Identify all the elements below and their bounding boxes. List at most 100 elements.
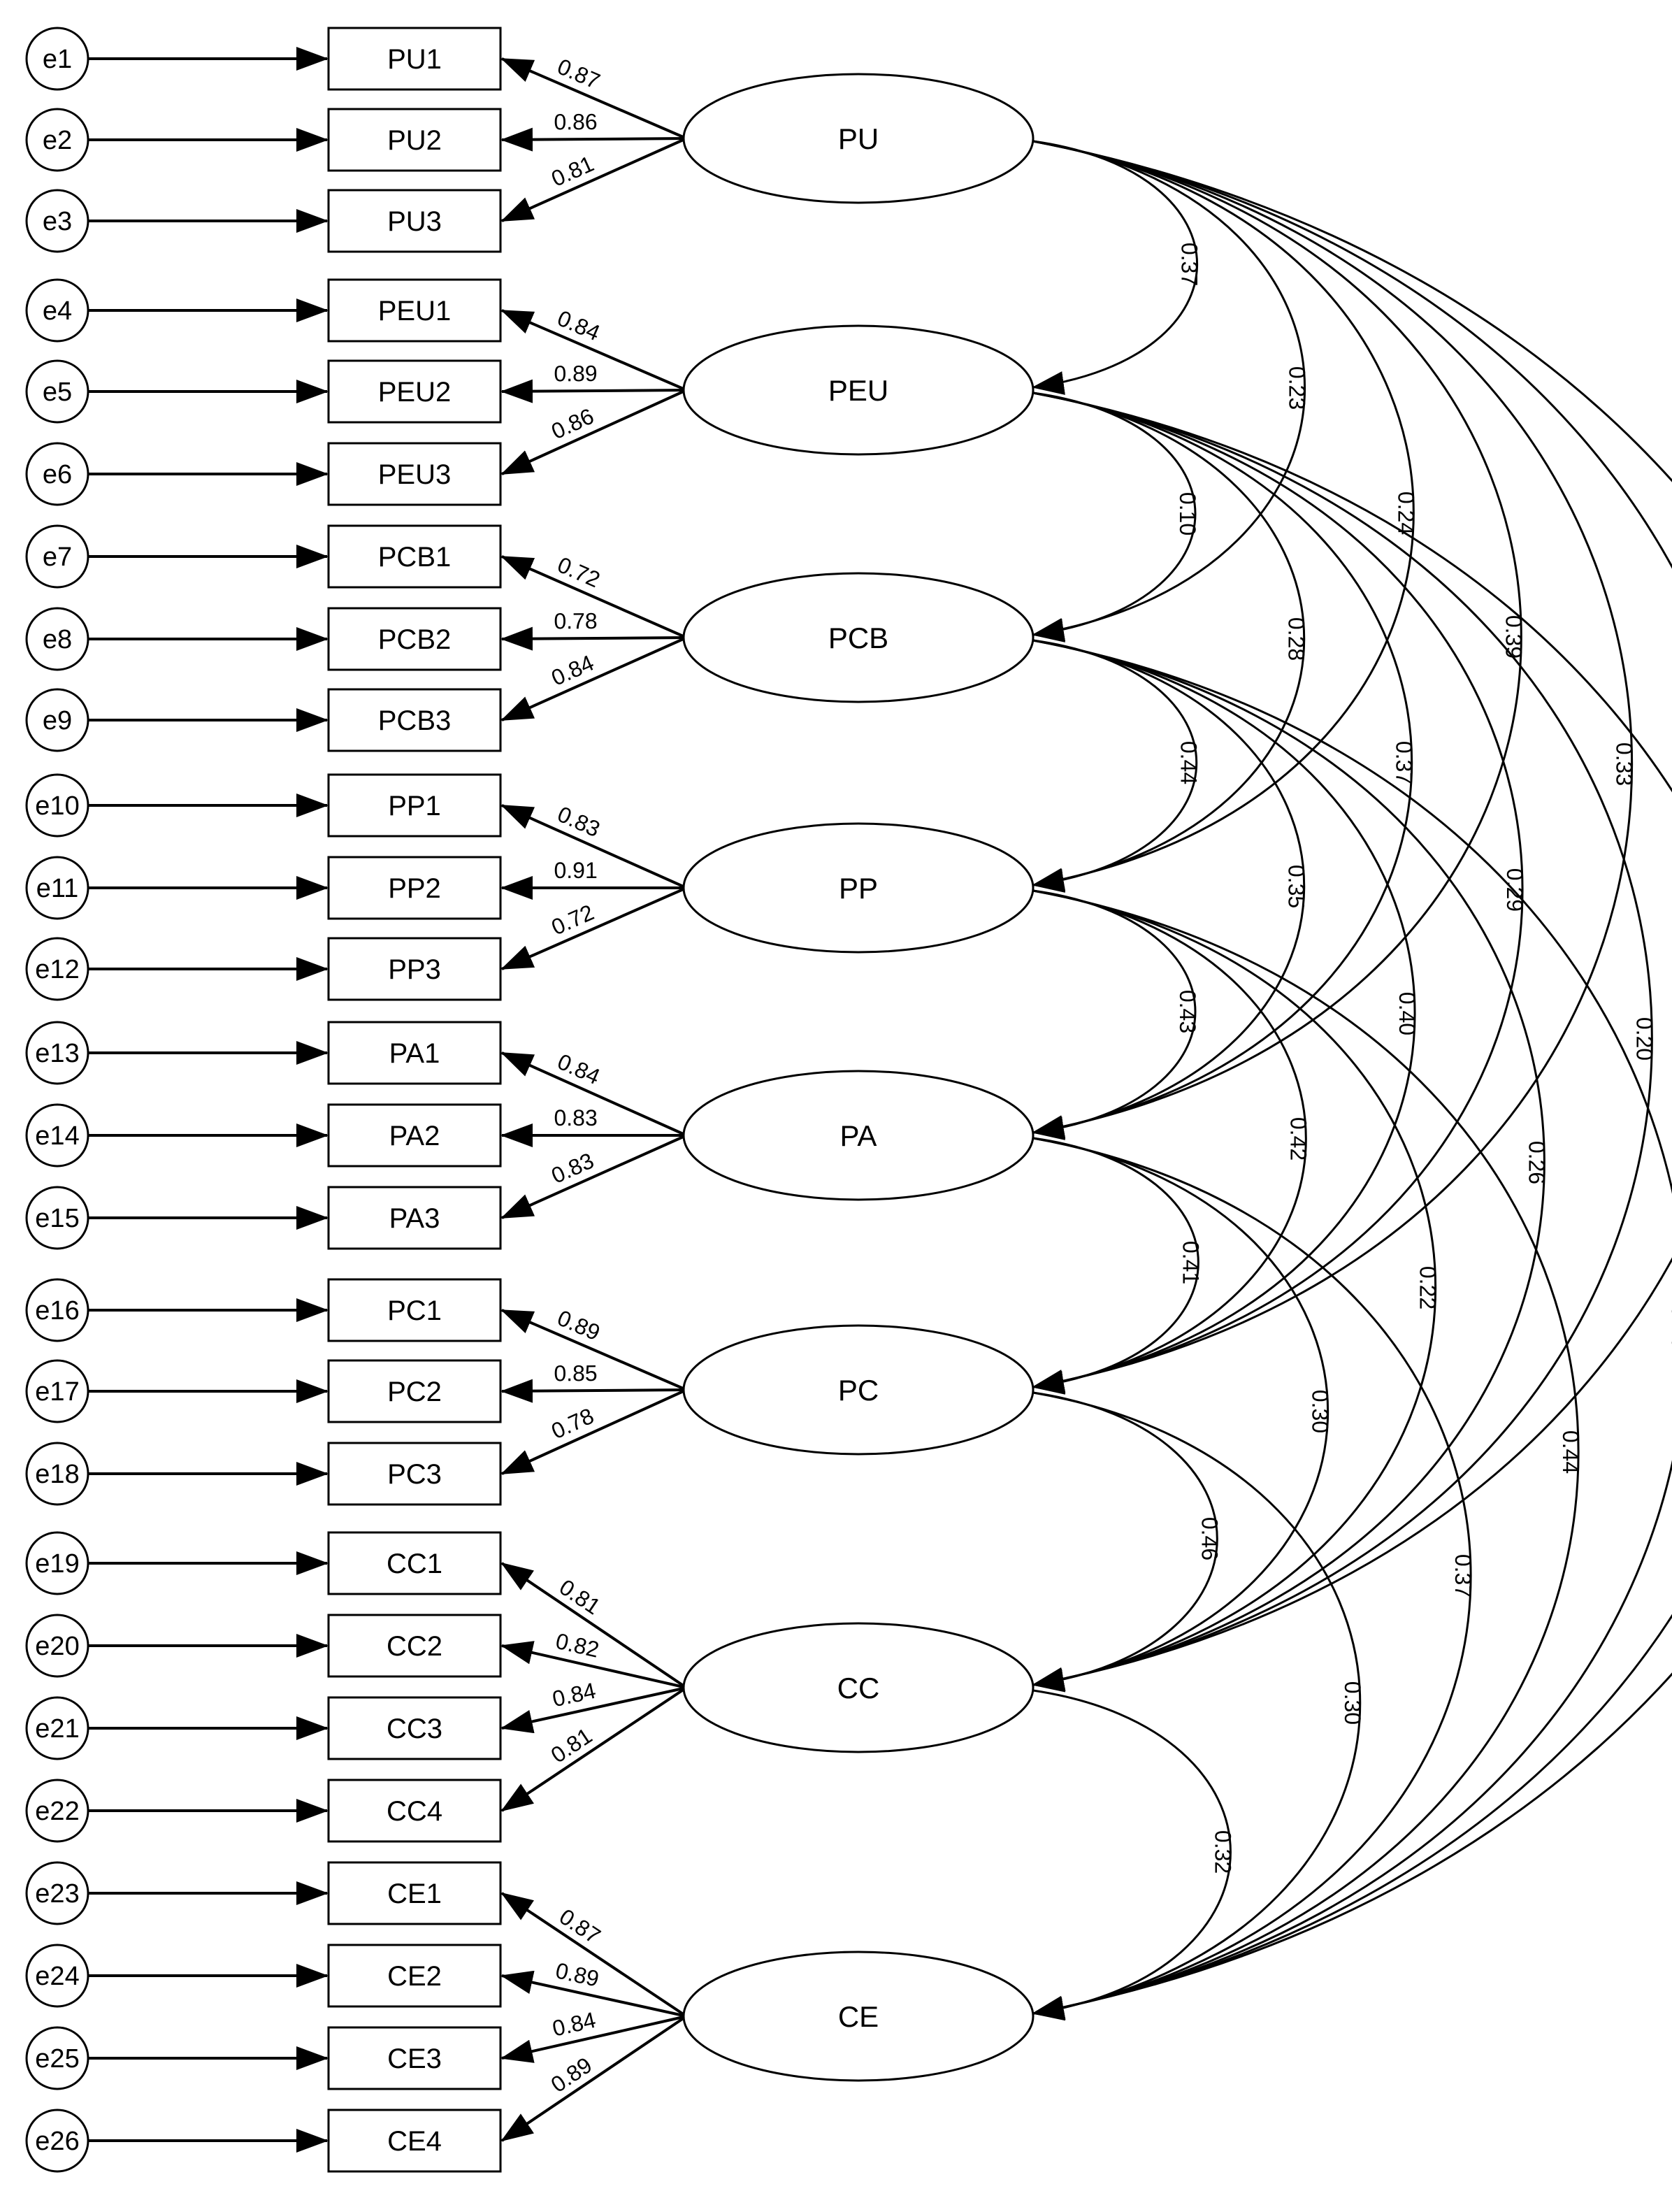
- indicator-label: PEU3: [378, 459, 452, 490]
- error-label: e19: [35, 1549, 79, 1579]
- loading-arrow: [500, 2015, 688, 2142]
- indicator-label: PA2: [389, 1121, 440, 1151]
- indicator-label: PP2: [388, 873, 441, 904]
- loading-arrow: [500, 1562, 688, 1689]
- error-label: e24: [35, 1962, 79, 1991]
- indicator-box: [327, 1696, 502, 1760]
- indicator-box: [327, 773, 502, 838]
- correlation-label: 0.37: [1177, 243, 1202, 286]
- loading-label: 0.89: [554, 1958, 602, 1992]
- indicator-box: [327, 1614, 502, 1678]
- loading-label: 0.87: [555, 1904, 605, 1949]
- indicator-box: [327, 1531, 502, 1595]
- loading-label: 0.85: [554, 1360, 598, 1386]
- indicator-label: CC4: [387, 1796, 442, 1827]
- latent-label: PP: [839, 872, 878, 905]
- indicator-label: PP3: [388, 954, 441, 985]
- error-label: e1: [43, 45, 72, 74]
- indicator-box: [327, 1442, 502, 1506]
- loading-label: 0.87: [554, 54, 603, 94]
- correlation-arc: [1000, 1121, 1329, 1692]
- latent-label: PC: [838, 1374, 879, 1407]
- indicator-label: PCB1: [378, 542, 452, 573]
- indicator-label: CE1: [387, 1879, 442, 1909]
- error-label: e20: [35, 1632, 79, 1661]
- indicator-label: PEU1: [378, 296, 452, 326]
- correlation-label: 0.35: [1284, 865, 1309, 908]
- correlation-label: 0.23: [1285, 366, 1310, 410]
- loading-arrow: [500, 555, 687, 639]
- correlation-label: 0.42: [1285, 1117, 1311, 1161]
- latent-ellipse: [682, 1622, 1035, 1753]
- loading-label: 0.89: [554, 1305, 603, 1346]
- error-label: e8: [43, 625, 72, 654]
- indicator-label: PC2: [387, 1377, 442, 1407]
- correlation-arc: [1000, 375, 1653, 1691]
- loading-label: 0.86: [547, 403, 598, 445]
- correlation-arc: [1000, 623, 1416, 1394]
- error-label: e3: [43, 207, 72, 236]
- latent-label: PU: [838, 122, 879, 155]
- indicator-label: PU1: [387, 44, 442, 75]
- correlation-label: 0.26: [1524, 1141, 1549, 1184]
- correlation-arc: [1000, 375, 1672, 2020]
- latent-ellipse: [682, 572, 1035, 703]
- error-label: e15: [35, 1204, 79, 1233]
- loading-arrow: [500, 137, 687, 222]
- correlation-label: 0.46: [1197, 1517, 1222, 1560]
- loading-label: 0.72: [547, 900, 597, 940]
- loading-label: 0.91: [554, 858, 597, 883]
- correlation-label: 0.20: [1631, 1017, 1657, 1061]
- correlation-label: 0.30: [1308, 1390, 1333, 1433]
- loading-arrow: [500, 1309, 687, 1391]
- correlation-arc: [1000, 124, 1633, 1393]
- correlation-label: 0.44: [1558, 1430, 1583, 1474]
- error-label: e17: [35, 1377, 79, 1407]
- indicator-label: PA3: [389, 1203, 440, 1234]
- correlation-label: 0.40: [1394, 992, 1420, 1035]
- indicator-label: CC1: [387, 1549, 442, 1579]
- loading-label: 0.82: [554, 1628, 602, 1662]
- loading-label: 0.83: [547, 1148, 598, 1188]
- error-label: e10: [35, 791, 79, 821]
- loading-label: 0.81: [547, 151, 598, 192]
- loading-label: 0.84: [550, 1678, 598, 1712]
- correlation-label: 0.33: [1612, 742, 1637, 786]
- loading-arrow: [500, 127, 687, 152]
- indicator-box: [327, 937, 502, 1001]
- indicator-box: [327, 1359, 502, 1423]
- loading-label: 0.83: [554, 801, 604, 842]
- latent-ellipse: [682, 1070, 1035, 1201]
- correlation-arc: [1000, 123, 1672, 2020]
- indicator-label: CE2: [387, 1961, 442, 1992]
- correlation-arc: [1001, 1122, 1199, 1395]
- error-label: e14: [35, 1121, 79, 1151]
- latent-ellipse: [682, 73, 1035, 204]
- indicator-box: [327, 278, 502, 343]
- correlation-arc: [1001, 125, 1199, 395]
- error-label: e4: [43, 296, 72, 326]
- correlation-label: 0.43: [1175, 990, 1200, 1033]
- indicator-box: [327, 108, 502, 172]
- indicator-box: [327, 1944, 502, 2008]
- correlation-arc: [1000, 375, 1524, 1393]
- correlation-label: 0.22: [1415, 1266, 1441, 1309]
- loading-label: 0.78: [547, 1403, 598, 1444]
- indicator-box: [327, 2026, 502, 2090]
- error-label: e9: [43, 706, 72, 735]
- correlation-label: 0.39: [1501, 615, 1526, 659]
- correlation-label: 0.26: [1667, 1305, 1672, 1349]
- indicator-box: [327, 1861, 502, 1925]
- indicator-label: PCB3: [378, 705, 452, 736]
- correlation-label: 0.44: [1176, 741, 1202, 784]
- indicator-box: [327, 1779, 502, 1843]
- correlation-label: 0.30: [1340, 1681, 1365, 1725]
- correlation-arc: [1001, 624, 1198, 893]
- correlation-arc: [1000, 623, 1672, 2020]
- loading-arrow: [500, 1641, 687, 1689]
